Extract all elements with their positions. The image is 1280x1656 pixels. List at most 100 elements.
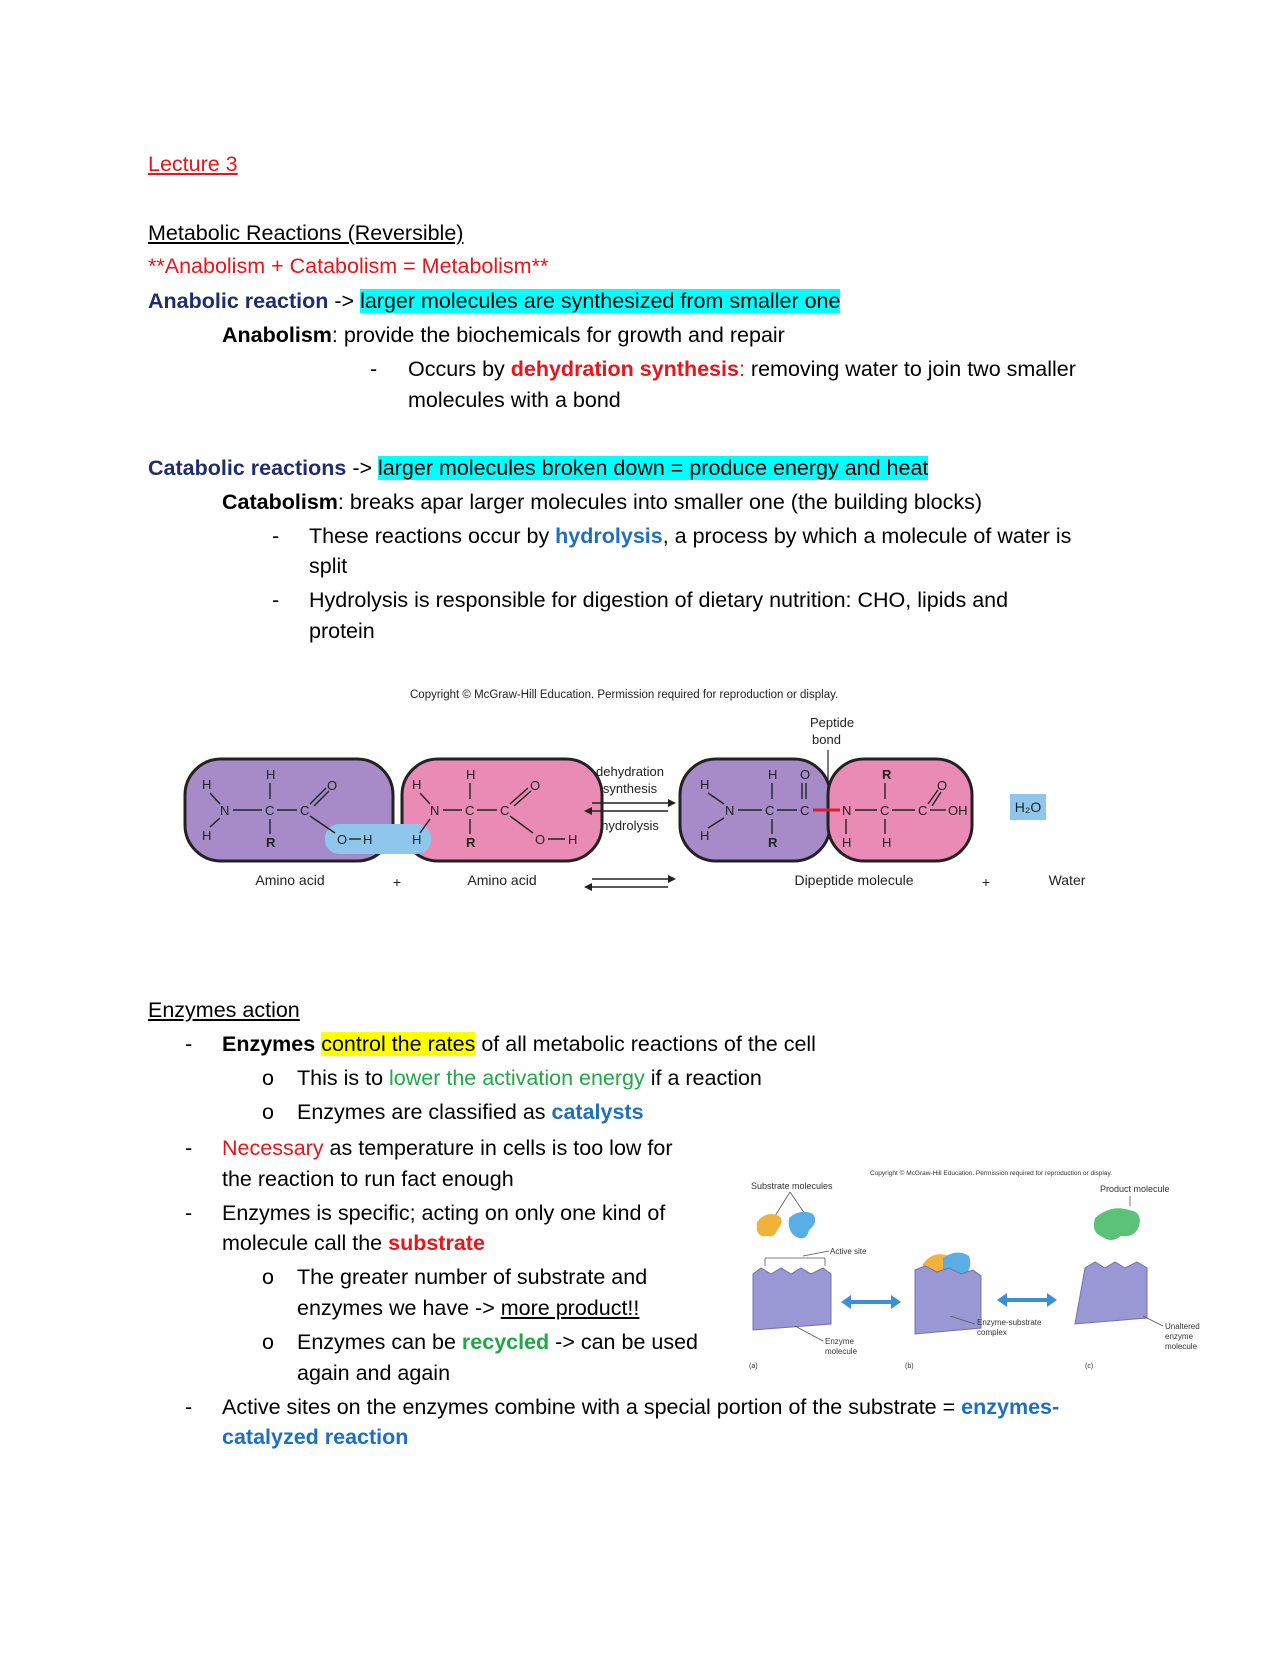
dehydration-synthesis-figure: Copyright © McGraw-Hill Education. Permi… bbox=[183, 689, 1086, 891]
catabolism-definition: Catabolism: breaks apar larger molecules… bbox=[222, 487, 982, 517]
atom-h: H bbox=[202, 828, 211, 843]
hydrolysis-prefix: These reactions occur by bbox=[309, 524, 556, 548]
enzymes-term: Enzymes bbox=[222, 1032, 316, 1056]
peptide-label: Peptide bbox=[810, 715, 854, 730]
atom-r: R bbox=[466, 835, 476, 850]
figure1-copyright: Copyright © McGraw-Hill Education. Permi… bbox=[410, 689, 838, 701]
bottom-forward-arrowhead-icon bbox=[668, 875, 676, 883]
catabolic-line: Catabolic reactions -> larger molecules … bbox=[148, 453, 929, 483]
dehydration-bullet-line2: molecules with a bond bbox=[408, 388, 621, 412]
panel-a-label: (a) bbox=[749, 1363, 758, 1370]
greater-number-line1: The greater number of substrate and bbox=[297, 1265, 648, 1289]
substrate-term: substrate bbox=[388, 1231, 485, 1255]
atom-o: O bbox=[337, 832, 347, 847]
label-unaltered-enzyme: enzyme bbox=[1165, 1332, 1194, 1341]
arrowhead-left-icon bbox=[841, 1295, 851, 1309]
atom-c: C bbox=[265, 803, 274, 818]
label-amino-acid-1: Amino acid bbox=[255, 872, 324, 888]
anabolic-term: Anabolic reaction bbox=[148, 289, 329, 313]
specific-line2: molecule call the substrate bbox=[222, 1228, 485, 1258]
label-plus-2: + bbox=[982, 874, 990, 890]
dash-marker: - bbox=[272, 588, 280, 612]
label-active-site: Active site bbox=[830, 1247, 867, 1256]
dehydration-prefix: Occurs by bbox=[408, 357, 511, 381]
enzyme-b bbox=[914, 1265, 982, 1335]
atom-n: N bbox=[725, 803, 734, 818]
recycled-prefix: Enzymes can be bbox=[297, 1330, 462, 1354]
atom-c: C bbox=[880, 803, 889, 818]
figure2-copyright: Copyright © McGraw-Hill Education. Permi… bbox=[870, 1169, 1112, 1177]
enzymes-heading: Enzymes action bbox=[148, 998, 300, 1022]
catabolic-arrow: -> bbox=[346, 456, 379, 480]
label-water: Water bbox=[1049, 872, 1086, 888]
recycled-line2: again and again bbox=[297, 1361, 451, 1385]
necessary-term: Necessary bbox=[222, 1136, 324, 1160]
label-substrate-molecules: Substrate molecules bbox=[751, 1181, 833, 1191]
enzyme-c bbox=[1074, 1261, 1148, 1325]
water-formula: H₂O bbox=[1015, 799, 1042, 815]
control-rates-highlight: control the rates bbox=[321, 1032, 476, 1056]
atom-h: H bbox=[568, 832, 577, 847]
atom-c: C bbox=[500, 803, 509, 818]
dash-marker: - bbox=[185, 1201, 193, 1225]
dash-marker: - bbox=[370, 357, 378, 381]
arrowhead-right-icon bbox=[1047, 1293, 1057, 1307]
atom-c: C bbox=[765, 803, 774, 818]
enzymes-b1-rest: of all metabolic reactions of the cell bbox=[475, 1032, 816, 1056]
bullet-marker: o bbox=[262, 1066, 274, 1090]
activation-green: lower the activation energy bbox=[389, 1066, 645, 1090]
recycled-rest: -> can be used bbox=[549, 1330, 698, 1354]
atom-o: O bbox=[327, 778, 337, 793]
arrow-label-dehydration: dehydration bbox=[596, 764, 664, 779]
arrow-label-synthesis: synthesis bbox=[603, 781, 658, 796]
atom-h: H bbox=[412, 777, 421, 792]
catalysts-term: catalysts bbox=[551, 1100, 644, 1124]
digestion-bullet-line2: protein bbox=[309, 619, 375, 643]
atom-oh: OH bbox=[948, 803, 968, 818]
label-product-molecule: Product molecule bbox=[1100, 1184, 1170, 1194]
activation-rest: if a reaction bbox=[644, 1066, 762, 1090]
atom-o: O bbox=[800, 767, 810, 782]
panel-b-label: (b) bbox=[905, 1363, 914, 1370]
atom-h: H bbox=[363, 832, 372, 847]
atom-h: H bbox=[882, 835, 891, 850]
necessary-line2: the reaction to run fact enough bbox=[222, 1167, 514, 1191]
dehydration-term: dehydration synthesis bbox=[510, 357, 739, 381]
anabolic-arrow: -> bbox=[328, 289, 361, 313]
bullet-marker: o bbox=[262, 1265, 274, 1289]
atom-h: H bbox=[842, 835, 851, 850]
page-title: Lecture 3 bbox=[148, 152, 238, 176]
label-complex: Enzyme-substrate bbox=[977, 1318, 1042, 1327]
active-sites-line2: catalyzed reaction bbox=[222, 1425, 409, 1449]
label-enzyme: Enzyme bbox=[825, 1337, 854, 1346]
label-amino-acid-2: Amino acid bbox=[467, 872, 536, 888]
anabolic-line: Anabolic reaction -> larger molecules ar… bbox=[148, 286, 841, 316]
activation-energy-line: This is to lower the activation energy i… bbox=[297, 1063, 762, 1093]
water-box bbox=[1010, 794, 1046, 820]
digestion-bullet-line1: Hydrolysis is responsible for digestion … bbox=[309, 588, 1009, 612]
anabolic-highlight: larger molecules are synthesized from sm… bbox=[360, 289, 841, 313]
label-dipeptide: Dipeptide molecule bbox=[794, 872, 913, 888]
water-group-highlight bbox=[325, 824, 431, 854]
atom-c: C bbox=[465, 803, 474, 818]
substrate-orange bbox=[756, 1214, 782, 1237]
specific-line1: Enzymes is specific; acting on only one … bbox=[222, 1201, 666, 1225]
enzyme-a bbox=[752, 1267, 832, 1331]
product-green bbox=[1093, 1208, 1140, 1240]
catalysts-line: Enzymes are classified as catalysts bbox=[297, 1097, 644, 1127]
substrate-blue bbox=[788, 1211, 816, 1239]
label-complex-2: complex bbox=[977, 1328, 1007, 1337]
label-plus-1: + bbox=[393, 874, 401, 890]
atom-h: H bbox=[412, 832, 421, 847]
dehydration-colon: : bbox=[738, 357, 745, 381]
atom-n: N bbox=[430, 803, 439, 818]
atom-h: H bbox=[700, 828, 709, 843]
enzymes-catalyzed-1: enzymes- bbox=[961, 1395, 1060, 1419]
catalysts-prefix: Enzymes are classified as bbox=[297, 1100, 552, 1124]
panel-c-label: (c) bbox=[1085, 1363, 1093, 1370]
atom-h: H bbox=[202, 777, 211, 792]
dash-marker: - bbox=[185, 1032, 193, 1056]
more-product: more product!! bbox=[500, 1296, 640, 1320]
necessary-line1: Necessary as temperature in cells is too… bbox=[222, 1133, 673, 1163]
